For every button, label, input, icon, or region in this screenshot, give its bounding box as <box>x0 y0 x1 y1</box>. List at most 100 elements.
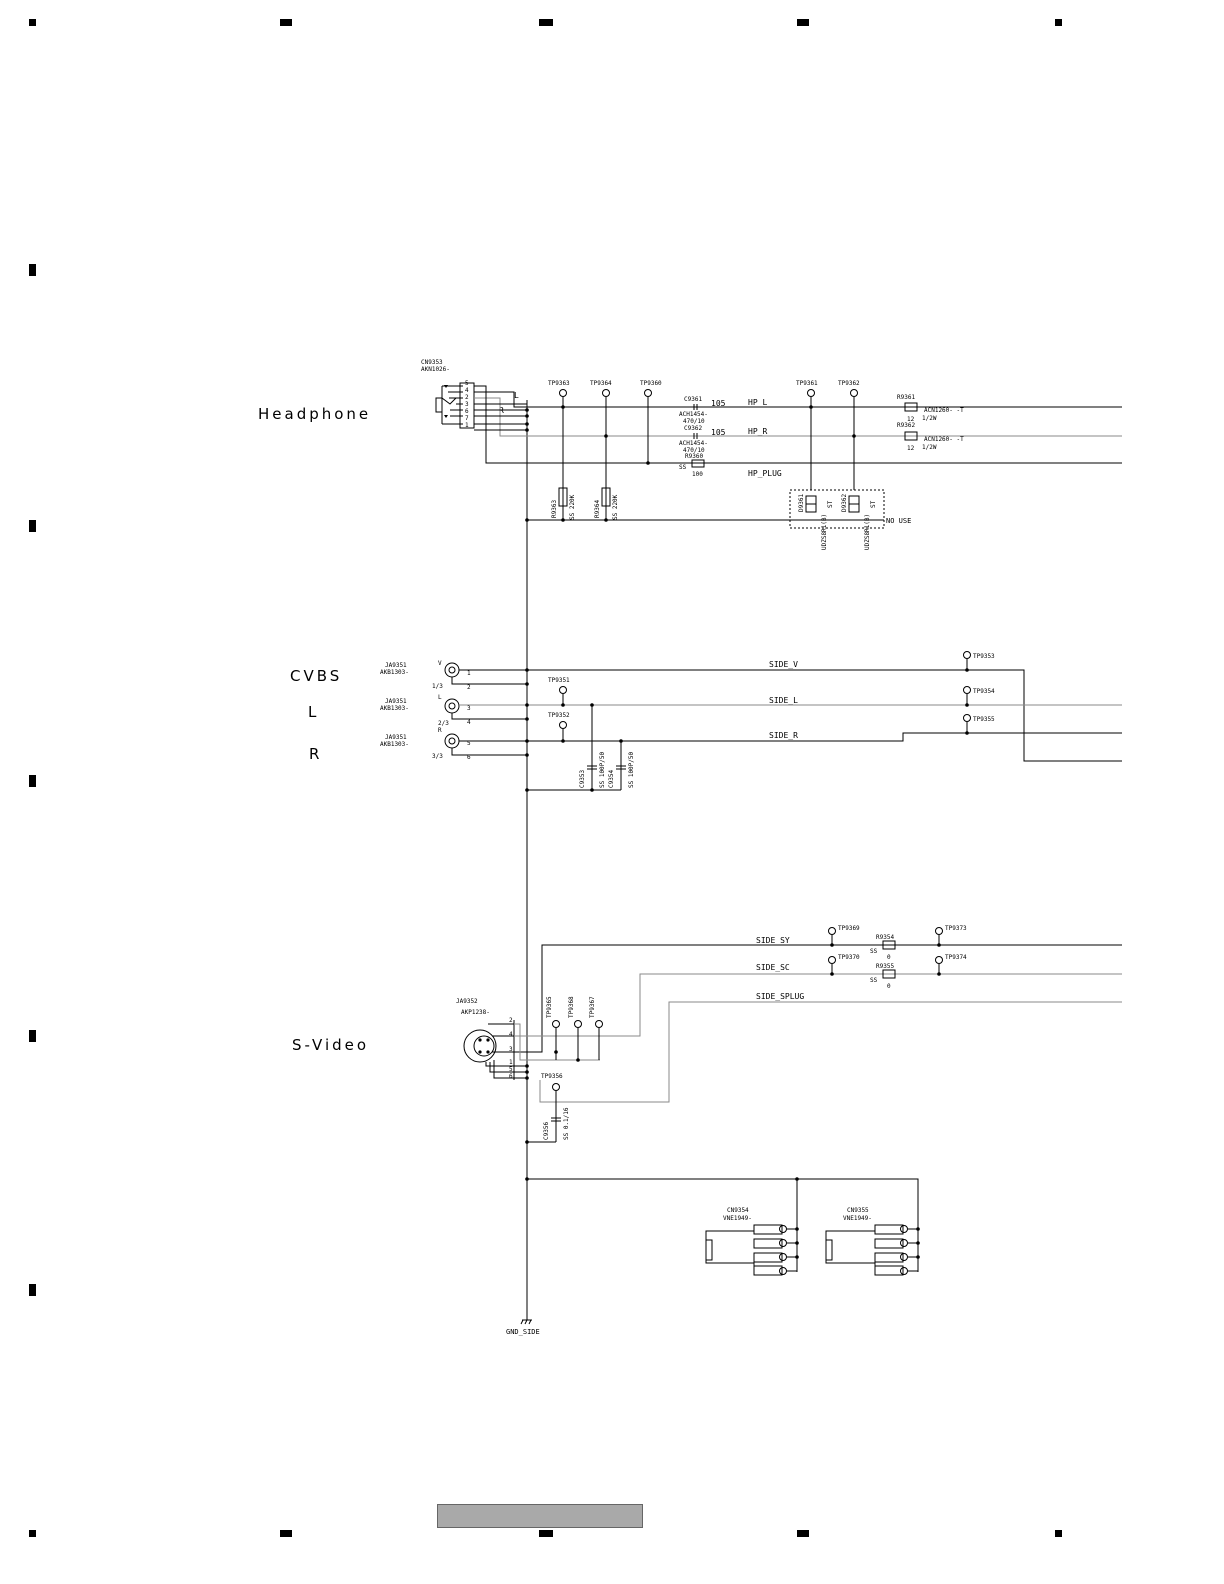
svg-text:D9361: D9361 <box>798 494 805 512</box>
svg-text:TP9364: TP9364 <box>590 380 612 387</box>
svg-text:SS 220K: SS 220K <box>612 494 619 520</box>
svg-text:V: V <box>438 660 442 667</box>
svg-text:TP9370: TP9370 <box>838 954 860 961</box>
svg-text:JA9351: JA9351 <box>385 662 407 669</box>
svg-text:TP9363: TP9363 <box>548 380 570 387</box>
diode-box <box>789 489 885 529</box>
net-hp-plug-wire <box>474 385 1122 464</box>
svg-text:R9360: R9360 <box>685 453 703 460</box>
ja9352-pin-numbers: 2 4 3 1 5 6 <box>509 1017 513 1080</box>
tp9365: TP9365 <box>546 996 560 1060</box>
svg-text:1/3: 1/3 <box>432 683 443 690</box>
svg-text:4: 4 <box>465 387 469 394</box>
svg-text:R: R <box>438 727 442 734</box>
svg-text:TP9361: TP9361 <box>796 380 818 387</box>
svg-text:CN9355: CN9355 <box>847 1207 869 1214</box>
svg-text:TP9355: TP9355 <box>973 716 995 723</box>
svg-text:1: 1 <box>465 422 469 429</box>
net-side-l: SIDE_L <box>769 696 798 705</box>
cn9353-ref: CN9353 <box>421 359 443 366</box>
svg-text:ST: ST <box>827 500 834 508</box>
tp9364: TP9364 <box>590 380 612 520</box>
section-r: R <box>309 745 322 763</box>
ja9351-r: JA9351 AKB1303- R 3/3 <box>380 727 460 760</box>
tp9370: TP9370 <box>828 954 860 976</box>
tp9354: TP9354 <box>963 686 995 707</box>
hp-pin-l: L <box>514 391 519 400</box>
tp9351: TP9351 <box>548 677 570 707</box>
d9361: D9361 UDZS8R1(B) ST <box>798 494 834 550</box>
svg-text:TP9373: TP9373 <box>945 925 967 932</box>
svg-text:5: 5 <box>467 740 471 747</box>
svg-text:C9353: C9353 <box>579 770 586 788</box>
svg-text:TP9367: TP9367 <box>589 996 596 1018</box>
r9355: R9355 SS 0 <box>870 963 896 990</box>
svg-text:7: 7 <box>465 415 469 422</box>
svg-text:12: 12 <box>907 416 915 423</box>
svg-text:6: 6 <box>467 754 471 761</box>
cn9355: CN9355 VNE1949- <box>825 1207 920 1276</box>
svg-text:SS 100P/50: SS 100P/50 <box>599 751 606 788</box>
svg-text:VNE1949-: VNE1949- <box>843 1215 872 1222</box>
net-side-sc-wire <box>514 973 1122 1037</box>
tp9355: TP9355 <box>963 714 995 735</box>
svg-text:R9361: R9361 <box>897 394 915 401</box>
svg-text:105: 105 <box>711 428 726 437</box>
cn-ground-wire <box>527 1178 919 1272</box>
svideo-jack-ja9352 <box>463 1020 515 1080</box>
svg-text:12: 12 <box>907 445 915 452</box>
net-side-sy: SIDE_SY <box>756 936 790 945</box>
svg-text:1: 1 <box>509 1059 513 1066</box>
svg-text:3: 3 <box>465 401 469 408</box>
svg-text:TP9351: TP9351 <box>548 677 570 684</box>
net-side-splug-wire <box>539 1001 1122 1103</box>
c9361: C9361 105 ACH1454- 470/10 <box>679 396 726 425</box>
svg-text:470/10: 470/10 <box>683 418 705 425</box>
svg-text:TP9356: TP9356 <box>541 1073 563 1080</box>
net-hp-plug: HP_PLUG <box>748 469 782 478</box>
svg-text:TP9369: TP9369 <box>838 925 860 932</box>
svg-text:AKB1303-: AKB1303- <box>380 669 409 676</box>
c9356: C9356 SS 0.1/16 <box>543 1102 570 1142</box>
svg-text:TP9362: TP9362 <box>838 380 860 387</box>
svg-text:3/3: 3/3 <box>432 753 443 760</box>
svg-text:6: 6 <box>509 1073 513 1080</box>
tp9361: TP9361 <box>796 380 818 490</box>
ja9351-v: JA9351 AKB1303- V 1/3 <box>380 660 460 690</box>
tp9353: TP9353 <box>963 651 995 672</box>
footer-bar <box>437 1504 643 1528</box>
svg-text:0: 0 <box>887 983 891 990</box>
cn9353-pin-numbers: 5 4 2 3 6 7 1 <box>465 380 469 429</box>
svg-text:4: 4 <box>467 719 471 726</box>
svg-text:TP9365: TP9365 <box>546 996 553 1018</box>
r9360: R9360 SS 100 <box>679 453 705 478</box>
c9362: C9362 105 ACH1454- 470/10 <box>679 425 726 454</box>
net-side-sc: SIDE_SC <box>756 963 790 972</box>
svg-text:UDZS8R1(B): UDZS8R1(B) <box>821 514 828 550</box>
svg-text:1/2W: 1/2W <box>922 444 937 451</box>
svg-text:2: 2 <box>465 394 469 401</box>
tp9368: TP9368 <box>568 996 582 1060</box>
svg-text:100: 100 <box>692 471 703 478</box>
svg-text:TP9368: TP9368 <box>568 996 575 1018</box>
cvbs-pin-numbers: 1 2 3 4 5 6 <box>467 670 471 761</box>
svg-text:JA9351: JA9351 <box>385 698 407 705</box>
c9353: C9353 SS 100P/50 <box>579 703 606 790</box>
svg-text:UDZS8R1(B): UDZS8R1(B) <box>864 514 871 550</box>
tp9356: TP9356 <box>541 1073 563 1102</box>
r9361: R9361 12 ACN1260- -T 1/2W <box>897 394 964 423</box>
net-gnd-side: GND_SIDE <box>506 1328 540 1336</box>
svg-text:ACH1454-: ACH1454- <box>679 440 708 447</box>
ja9352-part: AKP1238- <box>461 1009 490 1016</box>
net-side-v-wire <box>459 669 1122 762</box>
ja9351-l: JA9351 AKB1303- L 2/3 <box>380 694 460 727</box>
net-side-splug: SIDE_SPLUG <box>756 992 804 1001</box>
svg-text:TP9353: TP9353 <box>973 653 995 660</box>
svg-text:R9354: R9354 <box>876 934 894 941</box>
r9364: R9364 SS 220K <box>594 487 619 520</box>
svg-text:R9355: R9355 <box>876 963 894 970</box>
headphone-jack-cn9353 <box>435 382 475 429</box>
svg-text:ST: ST <box>870 500 877 508</box>
tp9363: TP9363 <box>548 380 570 520</box>
